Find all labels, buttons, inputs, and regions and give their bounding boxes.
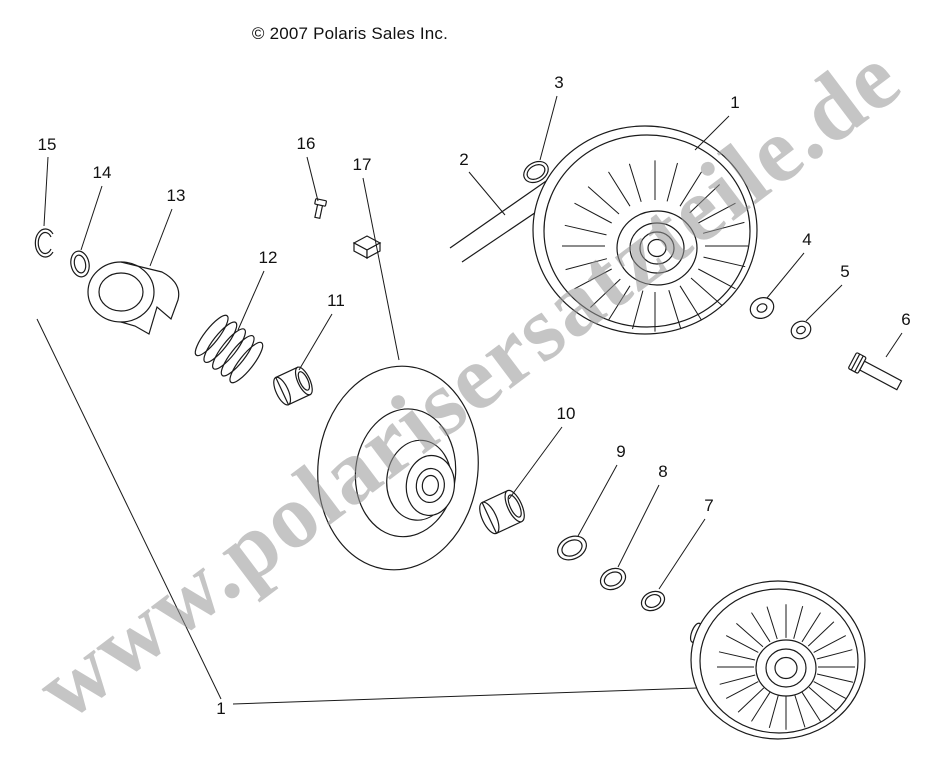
hex-bolt xyxy=(848,352,903,391)
leader-7 xyxy=(658,518,706,590)
washer-14 xyxy=(70,250,90,278)
leader-5 xyxy=(805,284,843,322)
callout-16: 16 xyxy=(297,134,316,153)
leader-8 xyxy=(617,484,660,568)
clutch-fan-blades-bottom xyxy=(717,604,855,730)
callout-12: 12 xyxy=(259,248,278,267)
washer-7 xyxy=(640,590,666,612)
roller-17 xyxy=(352,235,382,260)
washer-8 xyxy=(599,567,627,591)
screw-16 xyxy=(314,198,327,220)
copyright-notice: © 2007 Polaris Sales Inc. xyxy=(251,24,449,43)
callout-11: 11 xyxy=(327,291,345,310)
callout-2: 2 xyxy=(459,150,468,169)
callout-5: 5 xyxy=(840,262,849,281)
leader-1-bottom-right xyxy=(232,687,698,705)
leader-3 xyxy=(539,95,558,161)
callout-1-bottom: 1 xyxy=(216,699,225,718)
bushing-10 xyxy=(479,489,525,535)
leader-11 xyxy=(298,313,333,371)
moveable-sheave xyxy=(317,365,479,571)
leader-4 xyxy=(766,252,805,299)
driven-clutch-bottom xyxy=(689,580,866,740)
helix-cam xyxy=(87,261,180,335)
washer-5 xyxy=(790,320,812,340)
washer-3 xyxy=(523,160,549,184)
leader-2 xyxy=(468,171,506,216)
driven-clutch-top xyxy=(532,125,758,335)
leader-12 xyxy=(237,270,265,331)
callout-10: 10 xyxy=(557,404,576,423)
callout-6: 6 xyxy=(901,310,910,329)
leader-13 xyxy=(149,208,173,267)
leader-10 xyxy=(508,426,563,500)
leader-9 xyxy=(577,464,618,537)
clutch-fan-blades-top xyxy=(562,160,748,332)
leader-1-bottom-left xyxy=(36,318,222,700)
leader-17 xyxy=(362,177,400,361)
callout-1-top: 1 xyxy=(730,93,739,112)
leader-16 xyxy=(306,156,319,202)
callout-labels: 15 14 13 16 17 2 3 1 4 5 6 12 11 10 9 8 … xyxy=(38,73,911,718)
leader-15 xyxy=(43,156,49,227)
callout-4: 4 xyxy=(802,230,811,249)
leader-6 xyxy=(885,332,903,358)
callout-9: 9 xyxy=(616,442,625,461)
callout-14: 14 xyxy=(93,163,112,182)
leader-lines xyxy=(36,95,903,705)
callout-3: 3 xyxy=(554,73,563,92)
spring xyxy=(194,314,264,384)
snap-ring xyxy=(34,228,54,258)
callout-8: 8 xyxy=(658,462,667,481)
washer-4 xyxy=(749,297,775,319)
bushing-11 xyxy=(273,366,313,406)
leader-1-top xyxy=(694,115,730,151)
callout-13: 13 xyxy=(167,186,186,205)
callout-15: 15 xyxy=(38,135,57,154)
washer-9 xyxy=(557,535,587,561)
leader-14 xyxy=(80,185,103,251)
callout-17: 17 xyxy=(353,155,372,174)
callout-7: 7 xyxy=(704,496,713,515)
